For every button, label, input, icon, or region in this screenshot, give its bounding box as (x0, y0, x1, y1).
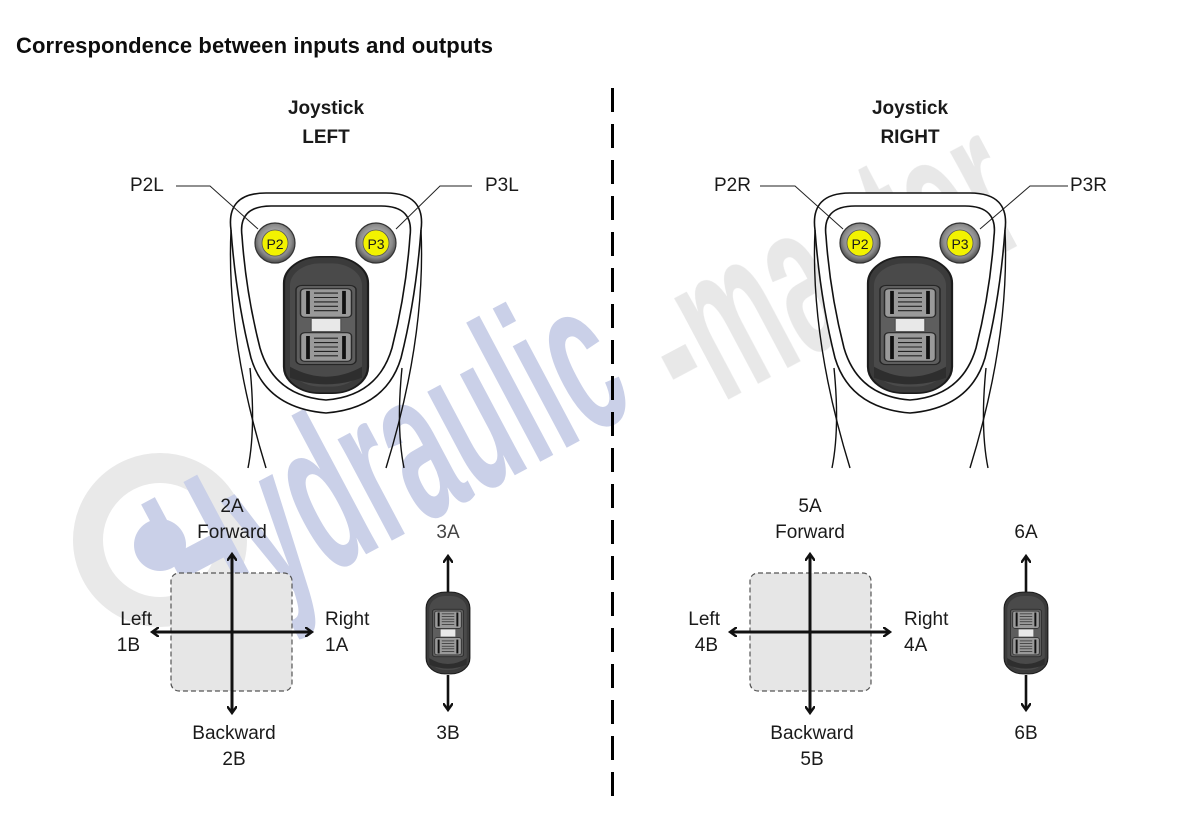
right-forward-label: Forward (775, 522, 845, 543)
right-right-label: Right (904, 609, 949, 630)
left-roller-up-code: 3A (436, 522, 460, 543)
right-button-p3-graphic (939, 222, 981, 264)
p3r-leader-line (979, 185, 1068, 230)
p2l-leader-line (176, 185, 259, 230)
left-left-label: Left (120, 609, 152, 630)
right-button-p2[interactable]: P2 (851, 236, 869, 252)
left-right-code: 1A (325, 635, 349, 656)
right-roller-up-code: 6A (1014, 522, 1038, 543)
right-button-p2-graphic (839, 222, 881, 264)
right-callout-p2r: P2R (714, 175, 751, 196)
left-callout-p3l: P3L (485, 175, 519, 196)
right-left-code: 4B (694, 635, 718, 656)
left-joystick-roller (282, 254, 370, 396)
right-callout-p3r: P3R (1070, 175, 1107, 196)
right-forward-code: 5A (798, 496, 822, 517)
left-header-line1: Joystick (287, 98, 365, 119)
right-right-code: 4A (904, 635, 928, 656)
left-button-p2-graphic (254, 222, 296, 264)
left-forward-code: 2A (220, 496, 244, 517)
left-forward-label: Forward (197, 522, 267, 543)
left-roller-down-code: 3B (436, 723, 460, 744)
right-backward-label: Backward (770, 723, 854, 744)
left-backward-label: Backward (192, 723, 276, 744)
right-button-p3[interactable]: P3 (951, 236, 969, 252)
right-header-line2: RIGHT (880, 127, 940, 148)
right-joystick-roller (866, 254, 954, 396)
left-callout-p2l: P2L (130, 175, 164, 196)
right-backward-code: 5B (800, 749, 824, 770)
left-right-label: Right (325, 609, 370, 630)
left-left-code: 1B (116, 635, 140, 656)
right-small-roller (1003, 591, 1049, 675)
panel-divider (611, 88, 614, 798)
left-button-p2[interactable]: P2 (266, 236, 284, 252)
right-roller-down-code: 6B (1014, 723, 1038, 744)
left-backward-code: 2B (222, 749, 246, 770)
left-small-roller (425, 591, 471, 675)
p2r-leader-line (760, 185, 844, 230)
left-header-line2: LEFT (302, 127, 350, 148)
left-button-p3-graphic (355, 222, 397, 264)
page-title: Correspondence between inputs and output… (16, 33, 494, 58)
left-button-p3[interactable]: P3 (367, 236, 385, 252)
right-header-line1: Joystick (871, 98, 949, 119)
right-left-label: Left (688, 609, 720, 630)
p3l-leader-line (395, 185, 472, 230)
